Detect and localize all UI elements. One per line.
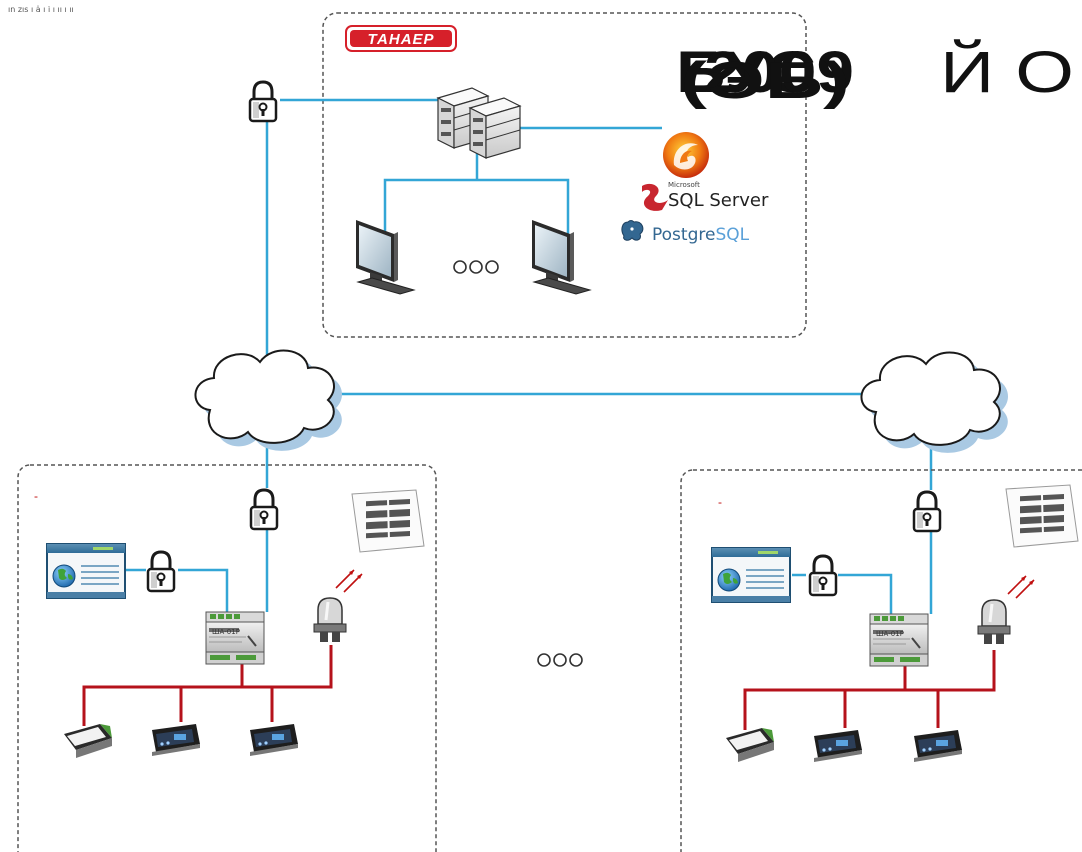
sql-server-label: SQL Server — [668, 190, 769, 211]
site-marker: - — [718, 495, 722, 509]
brand-logo-text: ТАНАЕР — [367, 31, 434, 48]
thermostat-icon — [726, 728, 774, 762]
lock-icon — [249, 488, 279, 531]
server-room-frame — [322, 12, 807, 338]
sql-server-prefix: Microsoft — [668, 181, 700, 189]
title-layer-2: 2009 — [704, 40, 854, 105]
site-frame — [17, 464, 437, 852]
site-frame — [680, 469, 1082, 852]
controller-icon: ША-01Р — [869, 613, 929, 667]
site-marker: - — [34, 489, 38, 503]
display-panel-icon — [1005, 484, 1079, 548]
thermostat-icon — [250, 724, 298, 756]
sensor-icon — [312, 596, 348, 644]
postgresql-logo: PostgreSQL — [621, 220, 750, 245]
lock-icon — [912, 490, 942, 533]
thermostat-icon — [152, 724, 200, 756]
lock-icon — [146, 550, 176, 593]
signal-arrows — [1007, 575, 1035, 599]
signal-arrows — [335, 569, 363, 593]
workstations-ellipsis — [453, 260, 499, 274]
controller-label: ША-01Р — [876, 630, 904, 638]
lock-icon — [248, 80, 278, 123]
firebird-icon — [663, 132, 709, 178]
title-layer-4: Й О — [940, 40, 1074, 105]
cloud-icon — [194, 349, 344, 452]
controller-icon: ША-01Р — [205, 611, 265, 665]
thermostat-icon — [64, 724, 112, 758]
field-bus — [82, 645, 996, 730]
browser-icon — [46, 543, 126, 599]
display-panel-icon — [351, 489, 425, 553]
thermostat-icon — [914, 730, 962, 762]
postgresql-label: PostgreSQL — [652, 225, 750, 245]
title-layer-1: БУС — [676, 40, 816, 105]
sensor-icon — [976, 598, 1012, 646]
title-layer-3: (ЭБ) — [680, 52, 850, 110]
monitor-icon — [531, 219, 591, 295]
controller-label: ША-01Р — [212, 628, 240, 636]
server-icon — [437, 87, 521, 159]
sql-server-logo: Microsoft SQL Server — [642, 181, 769, 211]
monitor-icon — [355, 219, 415, 295]
top-left-caption: ın zıs ı a̍ ı ı̇ ı ıı ı ıı — [8, 5, 74, 14]
overlapping-title: БУС 2009 (ЭБ) Й О — [676, 40, 1074, 110]
browser-icon — [711, 547, 791, 603]
lock-icon — [808, 554, 838, 597]
cloud-icon — [860, 351, 1010, 454]
sites-ellipsis — [537, 653, 583, 667]
brand-logo: ТАНАЕР — [345, 25, 457, 52]
thermostat-icon — [814, 730, 862, 762]
